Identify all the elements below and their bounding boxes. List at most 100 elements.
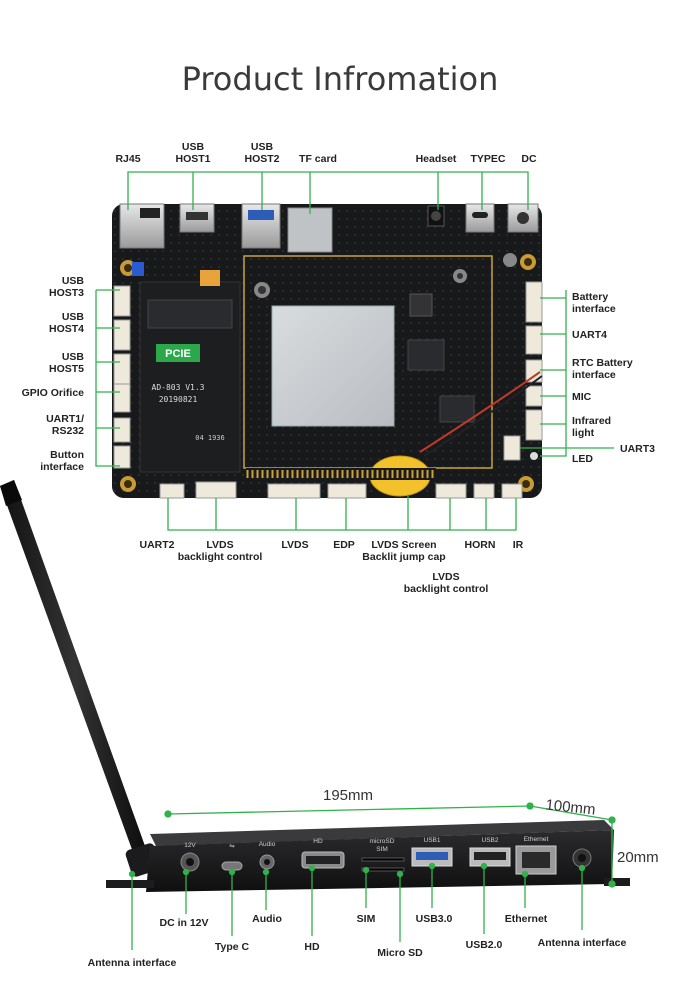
label-uart4: UART4 [572,329,607,341]
box-leaders [128,862,586,950]
callout-antenna-left: Antenna interface [88,957,177,969]
label-uart3: UART3 [620,443,655,455]
label-battery-b: interface [572,303,616,315]
lvds-connector [267,483,321,499]
board-date: 20190821 [159,395,198,404]
label-button-b: interface [40,461,84,473]
label-uart1: UART1/ [46,413,84,425]
pcie-label: PCIE [165,348,191,360]
panel-audio: Audio [259,841,276,848]
usb-host3-connector [113,285,131,317]
uart1-connector [113,417,131,443]
callout-antenna-right: Antenna interface [538,937,627,949]
dimension-width: 195mm [323,787,373,804]
enclosure: 12V ⇋ Audio HD microSD SIM USB1 USB2 Eth… [106,820,630,892]
label-lvds-bl2: LVDS [432,571,459,583]
led [530,452,538,460]
label-usb-host4-b: HOST4 [49,323,84,335]
microsd-slot [361,867,405,872]
usb-host4-connector [113,319,131,351]
label-usb-host4: USB [62,311,85,323]
label-usb-host5: USB [62,351,85,363]
panel-usb1: USB1 [424,837,441,844]
label-lvds-bl: LVDS [206,539,233,551]
antenna [0,480,161,877]
gpio-connector [113,383,131,413]
rtc-battery-cable [419,371,541,453]
label-edp: EDP [333,539,355,551]
label-battery: Battery [572,291,608,303]
label-usb-host1-b: HOST1 [175,153,210,165]
uart3-connector [503,435,521,461]
battery-connector [525,281,543,323]
label-rtc-b: interface [572,369,616,381]
panel-usb-symbol: ⇋ [229,843,235,850]
label-uart2: UART2 [139,539,174,551]
label-lvds: LVDS [281,539,308,551]
page-title: Product Infromation [182,60,499,98]
label-lvds-screen: LVDS Screen [371,539,436,551]
sim-slot [361,857,405,862]
uart4-connector [525,325,543,355]
label-usb-host3-b: HOST3 [49,287,84,299]
label-headset: Headset [416,153,457,165]
dimension-height: 20mm [617,849,659,866]
horn-connector [473,483,495,499]
label-horn: HORN [465,539,496,551]
board-code: 04 1936 [195,434,225,442]
usb-host5-connector [113,353,131,385]
label-usb-host2-b: HOST2 [244,153,279,165]
label-lvds-bl2-b: backlight control [404,583,489,595]
board-top-labels: RJ45 USB HOST1 USB HOST2 TF card Headset… [115,141,537,165]
dimension-lines [164,802,616,888]
label-led: LED [572,453,593,465]
mic-connector [525,385,543,407]
pcie-badge [156,344,200,362]
panel-usb2: USB2 [482,837,499,844]
callout-audio: Audio [252,913,282,925]
callout-ethernet: Ethernet [505,913,548,925]
mainboard: PCIE AD-803 V1.3 20190821 04 1936 [112,203,543,499]
panel-hd: HD [313,838,323,845]
button-connector [113,445,131,469]
bottom-pin-header [246,468,436,480]
label-dc: DC [521,153,537,165]
panel-sim: SIM [376,846,388,853]
callout-sim: SIM [357,913,376,925]
label-gpio: GPIO Orifice [22,387,85,399]
callout-hd: HD [304,941,320,953]
label-infrared: Infrared [572,415,611,427]
lvds-bl2-connector [435,483,467,499]
label-usb-host2: USB [251,141,274,153]
label-lvds-bl-b: backlight control [178,551,263,563]
label-tf-card: TF card [299,153,337,165]
label-usb-host3: USB [62,275,85,287]
callout-usb30: USB3.0 [416,913,453,925]
board-model: AD-803 V1.3 [152,383,205,392]
callout-usb20: USB2.0 [466,939,503,951]
lvds-bl-connector [195,481,237,499]
panel-ethernet: Ethernet [524,836,549,843]
label-ir: IR [513,539,524,551]
panel-12v: 12V [184,842,196,849]
infrared-connector [525,409,543,441]
label-rj45: RJ45 [115,153,140,165]
uart2-connector [159,483,185,499]
label-rtc: RTC Battery [572,357,633,369]
callout-type-c: Type C [215,941,250,953]
label-typec: TYPEC [470,153,505,165]
label-uart1-b: RS232 [52,425,84,437]
board-bottom-labels: UART2 LVDS backlight control LVDS EDP LV… [139,539,523,595]
cpu-shield [271,305,395,427]
label-usb-host5-b: HOST5 [49,363,84,375]
typec-box-port [221,861,243,871]
callout-micro-sd: Micro SD [377,947,423,959]
edp-connector [327,483,367,499]
label-button: Button [50,449,84,461]
label-mic: MIC [572,391,592,403]
board-left-labels: USB HOST3 USB HOST4 USB HOST5 GPIO Orifi… [22,275,85,473]
tf-card-slot [287,207,333,253]
board-leaders [95,171,614,531]
dc-jack [507,203,539,233]
